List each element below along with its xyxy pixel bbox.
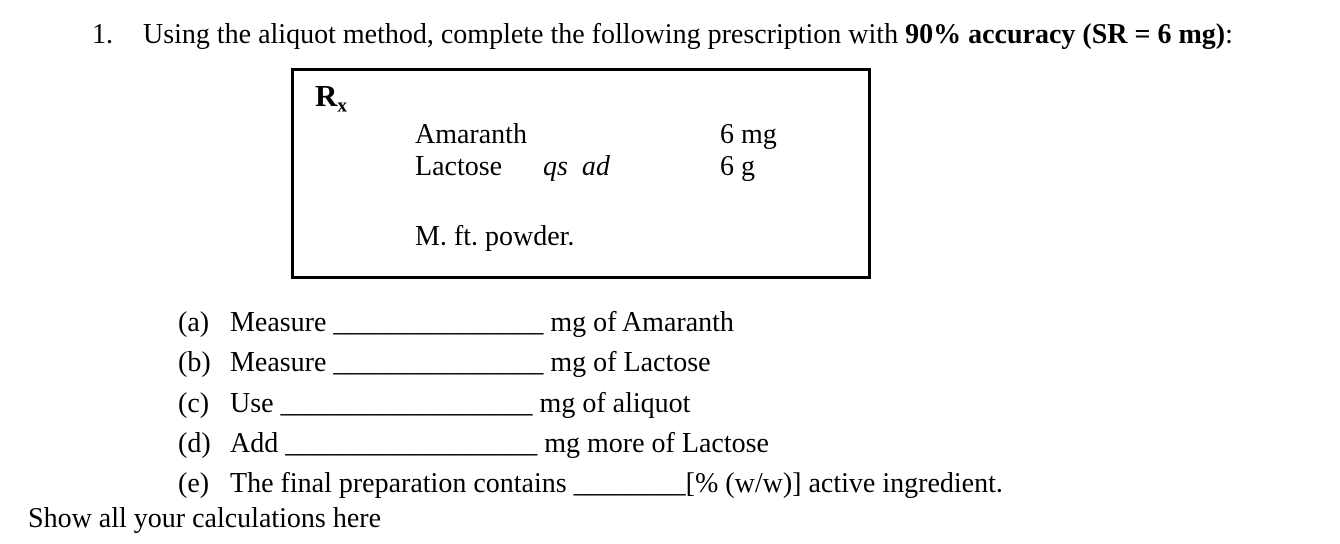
item-prefix: Measure [230,347,334,378]
question-text-bold: 90% accuracy (SR = 6 mg) [905,19,1226,50]
question-colon: : [1225,19,1233,50]
question-number: 1. [92,19,113,50]
drug-qualifier: qs ad [543,151,610,182]
item-suffix: [% (w/w)] active ingredient. [685,468,1003,499]
item-blank: __________________ [280,388,533,419]
item-prefix: Use [230,388,281,419]
item-blank: ________ [573,468,686,499]
item-label: (a) [178,307,210,338]
item-blank: _______________ [333,347,544,378]
item-label: (b) [178,347,211,378]
question-text: Using the aliquot method, complete the f… [143,19,906,50]
question-title: 1. Using the aliquot method, complete the… [92,19,1233,51]
item-prefix: The final preparation contains [230,468,574,499]
item-label: (d) [178,428,211,459]
item-blank: __________________ [285,428,538,459]
calculations-prompt: Show all your calculations here [28,503,382,534]
item-prefix: Measure [230,307,334,338]
rx-symbol-letter: R [315,78,338,113]
rx-symbol: Rx [315,80,347,116]
item-suffix: mg of aliquot [532,388,691,419]
rx-ingredient-row: Lactose qs ad 6 g [294,153,868,187]
answer-item-d: (d) Add __________________ mg more of Lac… [178,427,769,461]
answer-item-a: (a) Measure _______________ mg of Amarant… [178,306,734,340]
drug-amount: 6 g [720,151,755,182]
answer-item-e: (e) The final preparation contains ______… [178,467,1003,501]
item-label: (e) [178,468,210,499]
drug-name: Lactose [415,151,503,182]
drug-name: Amaranth [415,119,527,150]
drug-amount: 6 mg [720,119,777,150]
answer-item-b: (b) Measure _______________ mg of Lactose [178,346,711,380]
item-suffix: mg of Amaranth [543,307,734,338]
item-label: (c) [178,388,210,419]
item-suffix: mg more of Lactose [537,428,769,459]
prescription-box: Rx Amaranth 6 mg Lactose qs ad 6 g M. ft. p… [291,68,871,279]
item-prefix: Add [230,428,286,459]
rx-instruction: M. ft. powder. [415,221,575,252]
rx-symbol-subscript: x [337,95,347,117]
item-suffix: mg of Lactose [543,347,711,378]
item-blank: _______________ [333,307,544,338]
answer-item-c: (c) Use __________________ mg of aliquot [178,387,690,421]
rx-ingredient-row: Amaranth 6 mg [294,121,868,155]
